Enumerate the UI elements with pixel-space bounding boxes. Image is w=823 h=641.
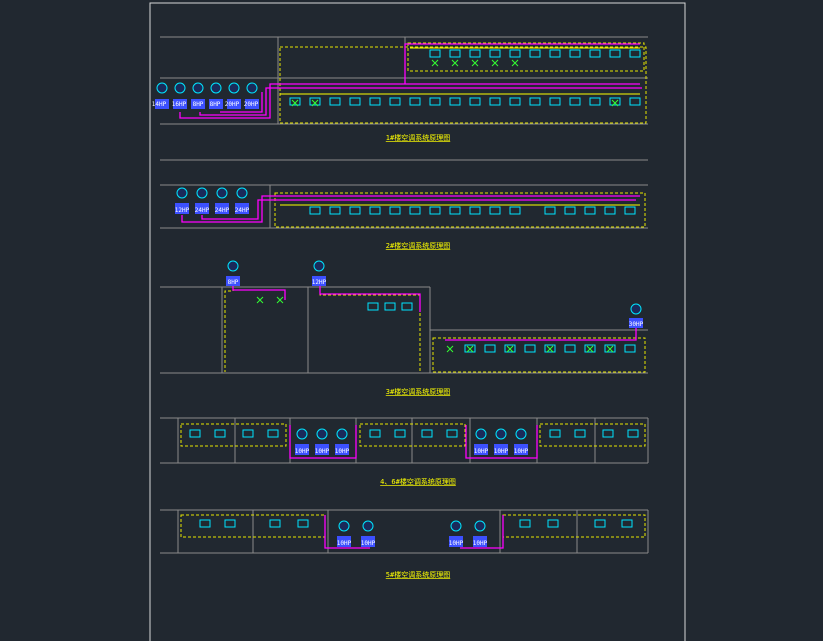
hp-label: 8HP: [228, 279, 239, 286]
section-title: 5#楼空调系统原理图: [386, 570, 450, 579]
section-1: 14HP 16HP 8HP 8HP 20HP 20HP 1#楼空调系统原理图: [152, 36, 648, 142]
hp-label: 24HP: [215, 207, 230, 214]
hp-label: 10HP: [494, 448, 509, 455]
outdoor-unit-bases-4: [295, 444, 528, 455]
outdoor-unit-bases-5: [337, 536, 487, 547]
section-title: 4、6#楼空调系统原理图: [380, 477, 456, 486]
hp-label: 14HP: [152, 101, 167, 108]
section-title: 2#楼空调系统原理图: [386, 241, 450, 250]
hp-label: 10HP: [295, 448, 310, 455]
outdoor-units-1: [156, 82, 258, 94]
hp-label: 10HP: [449, 540, 464, 547]
indoor-units-4: [189, 429, 639, 438]
indoor-units-2: [309, 206, 636, 215]
section-5: 10HP 10HP 10HP 10HP 5#楼空调系统原理图: [160, 509, 649, 579]
section-2: 12HP 24HP 24HP 24HP 2#楼空调系统原理图: [160, 159, 648, 250]
section-title: 3#楼空调系统原理图: [386, 387, 450, 396]
hp-label: 24HP: [195, 207, 210, 214]
outdoor-units-5: [338, 520, 486, 532]
drawing-frame: [149, 2, 686, 641]
hp-label: 10HP: [474, 448, 489, 455]
section-4: 10HP 10HP 10HP 10HP 10HP 10HP 4、6#楼空调系统原…: [160, 417, 649, 486]
hp-label: 8HP: [193, 101, 204, 108]
outdoor-units-3: [227, 260, 642, 315]
hp-label: 30HP: [629, 321, 644, 328]
hp-label: 10HP: [514, 448, 529, 455]
hp-label: 24HP: [235, 207, 250, 214]
hp-label: 10HP: [335, 448, 350, 455]
outdoor-units-4: [296, 428, 527, 440]
section-3: 8HP 12HP 30HP 3#楼空调系统原理图: [160, 260, 648, 396]
hp-label: 16HP: [172, 101, 187, 108]
fan-coils-green-3: [256, 296, 614, 353]
hp-label: 20HP: [225, 101, 240, 108]
fan-coils-green-1: [291, 59, 619, 107]
hp-label: 12HP: [175, 207, 190, 214]
outdoor-unit-bases-1: [155, 99, 259, 109]
section-title: 1#楼空调系统原理图: [386, 133, 450, 142]
outdoor-unit-bases-3: [226, 276, 643, 328]
hp-label: 20HP: [244, 101, 259, 108]
hp-label: 10HP: [337, 540, 352, 547]
indoor-units-row1a: [289, 49, 641, 106]
indoor-units-3: [367, 302, 636, 353]
indoor-units-5: [199, 519, 633, 528]
hp-label: 8HP: [210, 101, 221, 108]
outdoor-units-2: [176, 187, 248, 199]
outdoor-unit-bases-2: [175, 203, 249, 214]
hp-label: 10HP: [315, 448, 330, 455]
hp-label: 12HP: [312, 279, 327, 286]
hp-label: 10HP: [473, 540, 488, 547]
hp-label: 10HP: [361, 540, 376, 547]
